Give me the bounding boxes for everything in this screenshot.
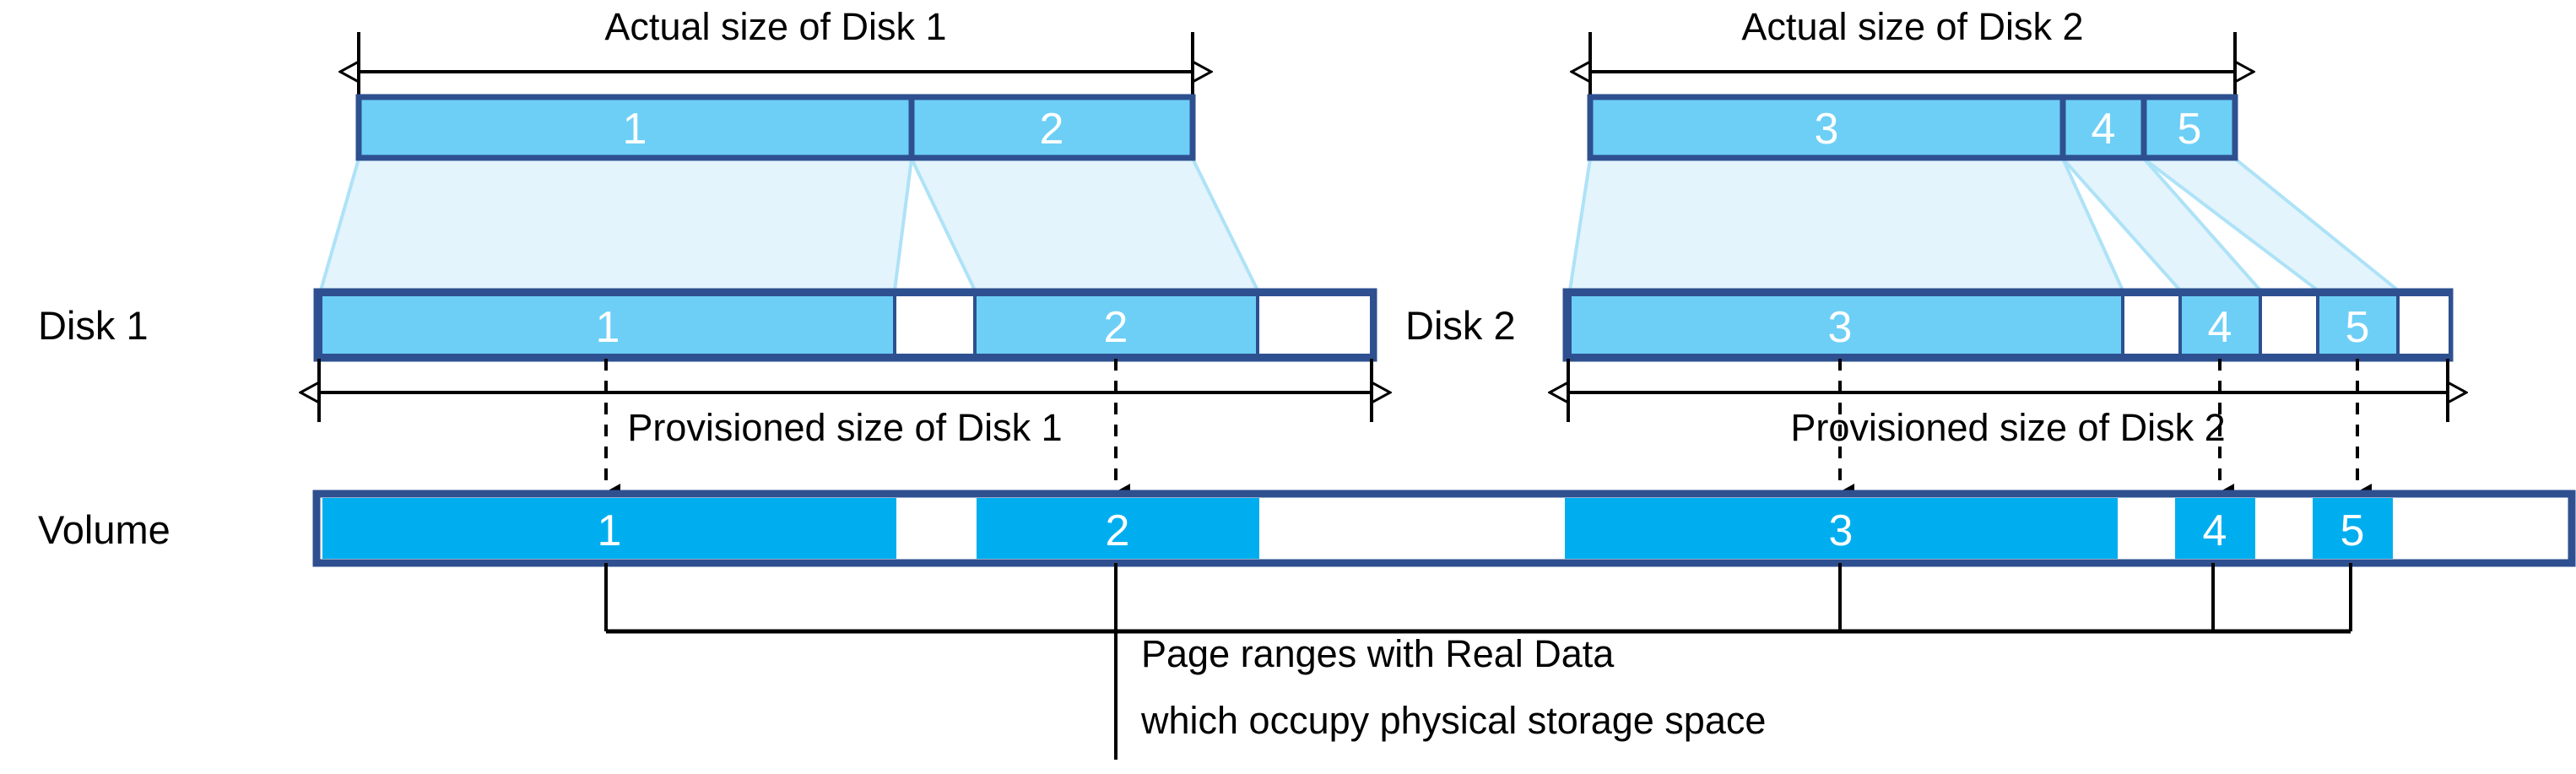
disk1-row-gap-2 bbox=[1256, 293, 1373, 357]
disk2-row-segment-4-number: 4 bbox=[2208, 303, 2232, 352]
provisioned-size-disk1-label: Provisioned size of Disk 1 bbox=[627, 406, 1062, 449]
actual-bar-disk1: 1 2 bbox=[355, 94, 1196, 161]
provisioned-size-disk2-label: Provisioned size of Disk 2 bbox=[1790, 406, 2225, 449]
disk1-row-bar: 1 2 bbox=[313, 288, 1377, 362]
actual-disk2-segment-3 bbox=[1587, 94, 2066, 161]
volume-row-segment-1-number: 1 bbox=[598, 506, 622, 555]
actual-disk1-segment-2 bbox=[908, 94, 1196, 161]
actual-size-disk1-label: Actual size of Disk 1 bbox=[604, 5, 946, 48]
volume-row-segment-2 bbox=[977, 498, 1259, 559]
actual-disk2-segment-5-number: 5 bbox=[2178, 105, 2202, 154]
volume-row-segment-5-number: 5 bbox=[2341, 506, 2365, 555]
connector-disk2-seg3 bbox=[1567, 157, 2126, 292]
dimension-actual-disk2: Actual size of Disk 2 bbox=[1590, 5, 2235, 100]
disk2-row-gap-1 bbox=[2121, 293, 2182, 357]
disk1-row-segment-1 bbox=[319, 293, 896, 357]
disk2-row-segment-4 bbox=[2178, 293, 2262, 357]
disk2-row-segment-5-number: 5 bbox=[2346, 303, 2370, 352]
volume-row-bar: 1 2 3 4 5 bbox=[312, 490, 2576, 567]
actual-bar-disk2: 3 4 5 bbox=[1587, 94, 2238, 161]
disk1-row-gap-1 bbox=[893, 293, 977, 357]
volume-row-segment-2-number: 2 bbox=[1106, 506, 1130, 555]
disk1-row-label: Disk 1 bbox=[38, 303, 149, 348]
disk2-row-gap-2 bbox=[2259, 293, 2319, 357]
connector-disk1-seg1 bbox=[318, 157, 914, 292]
disk2-row-segment-3-number: 3 bbox=[1828, 303, 1853, 352]
connector-group-disk1 bbox=[318, 157, 1261, 292]
volume-row-segment-3 bbox=[1565, 498, 2118, 559]
disk1-row-segment-1-number: 1 bbox=[596, 303, 620, 352]
actual-disk1-segment-1-number: 1 bbox=[623, 105, 647, 154]
actual-disk2-segment-5 bbox=[2140, 94, 2238, 161]
connector-group-disk2 bbox=[1567, 157, 2403, 292]
volume-row-label: Volume bbox=[38, 507, 170, 552]
disk2-row-segment-3 bbox=[1568, 293, 2124, 357]
pointer-arrows bbox=[604, 359, 2372, 501]
dimension-actual-disk1: Actual size of Disk 1 bbox=[359, 5, 1193, 100]
actual-disk1-segment-2-number: 2 bbox=[1040, 105, 1064, 154]
disk2-row-gap-3 bbox=[2396, 293, 2452, 357]
real-data-bracket bbox=[604, 563, 2352, 760]
actual-disk2-segment-4-number: 4 bbox=[2092, 105, 2116, 154]
disk2-row-label: Disk 2 bbox=[1405, 303, 1516, 348]
caption-line-1: Page ranges with Real Data bbox=[1141, 632, 1615, 675]
actual-size-disk2-label: Actual size of Disk 2 bbox=[1741, 5, 2083, 48]
disk1-row-segment-2 bbox=[973, 293, 1259, 357]
volume-row-segment-4 bbox=[2175, 498, 2255, 559]
dimension-provisioned-disk1: Provisioned size of Disk 1 bbox=[319, 359, 1372, 449]
disk2-row-bar: 3 4 5 bbox=[1562, 288, 2454, 362]
volume-row-segment-1 bbox=[322, 498, 896, 559]
volume-row-segment-4-number: 4 bbox=[2203, 506, 2227, 555]
connector-disk1-seg2 bbox=[908, 157, 1261, 292]
volume-row-segment-5 bbox=[2313, 498, 2393, 559]
dimension-provisioned-disk2: Provisioned size of Disk 2 bbox=[1568, 359, 2448, 449]
actual-disk2-segment-3-number: 3 bbox=[1815, 105, 1839, 154]
disk1-row-segment-2-number: 2 bbox=[1104, 303, 1128, 352]
volume-row-segment-3-number: 3 bbox=[1829, 506, 1854, 555]
caption-line-2: which occupy physical storage space bbox=[1140, 699, 1766, 742]
